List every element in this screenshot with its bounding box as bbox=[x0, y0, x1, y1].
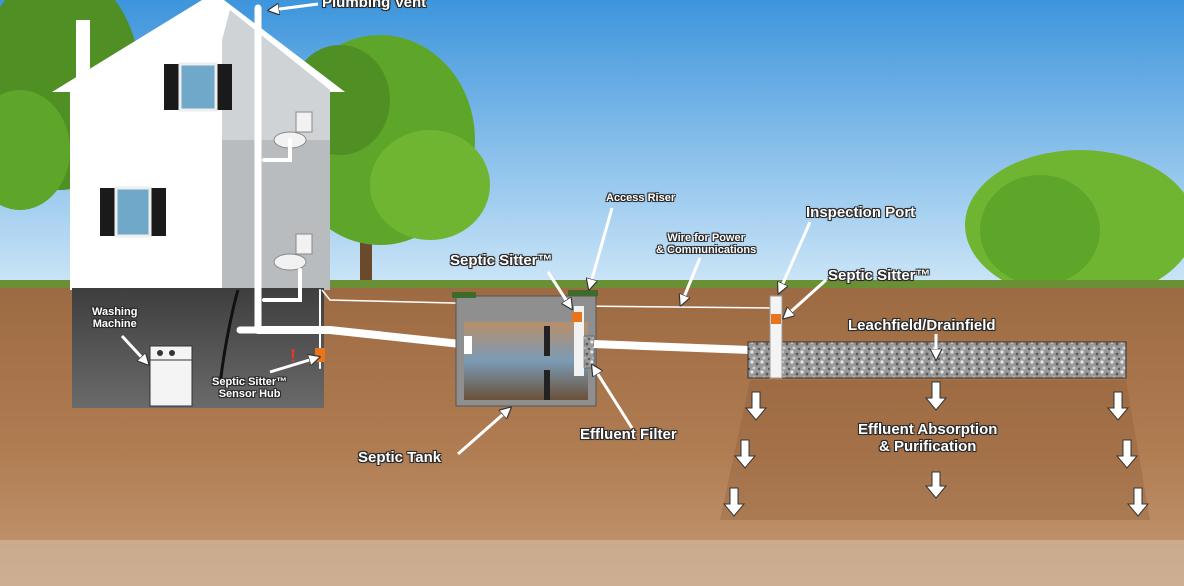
svg-text:!: ! bbox=[290, 346, 296, 366]
basement bbox=[72, 288, 324, 408]
flow-arrows bbox=[722, 381, 1150, 517]
label-hub-line1: Septic Sitter™ bbox=[212, 376, 288, 388]
label-absorption-line1: Effluent Absorption bbox=[858, 421, 998, 438]
label-washing-machine: Washing Machine bbox=[92, 306, 137, 330]
tank-sensor bbox=[572, 312, 582, 322]
label-wire: Wire for Power & Communications bbox=[656, 232, 756, 256]
house bbox=[52, 0, 345, 290]
tree-right bbox=[965, 150, 1184, 300]
label-septic-sitter-tank: Septic Sitter™ bbox=[450, 252, 553, 269]
port-sensor bbox=[771, 314, 781, 324]
label-septic-tank: Septic Tank bbox=[358, 449, 442, 466]
label-effluent-filter: Effluent Filter bbox=[580, 426, 677, 443]
washing-machine-illustration bbox=[149, 345, 193, 407]
power-wire bbox=[321, 289, 776, 309]
label-plumbing-vent: Plumbing Vent bbox=[322, 0, 427, 11]
label-leachfield: Leachfield/Drainfield bbox=[848, 317, 996, 334]
label-wire-line2: & Communications bbox=[656, 244, 757, 257]
label-washing-line1: Washing bbox=[92, 306, 138, 318]
house-plumbing bbox=[236, 4, 474, 369]
outlet-pipe bbox=[593, 340, 751, 354]
label-washing-line2: Machine bbox=[92, 318, 137, 331]
absorption-zone bbox=[720, 380, 1150, 520]
washer-hose bbox=[218, 289, 240, 386]
label-sensor-hub: Septic Sitter™ Sensor Hub bbox=[212, 376, 287, 400]
sensor-hub bbox=[315, 348, 325, 362]
pointer-arrows bbox=[120, 2, 936, 456]
septic-tank-illustration bbox=[452, 290, 598, 407]
soil-haze bbox=[0, 540, 1184, 586]
label-wire-line1: Wire for Power bbox=[667, 232, 745, 244]
label-hub-line2: Sensor Hub bbox=[218, 388, 281, 401]
label-septic-sitter-port: Septic Sitter™ bbox=[828, 267, 931, 284]
label-absorption-line2: & Purification bbox=[878, 437, 977, 455]
label-access-riser: Access Riser bbox=[606, 192, 676, 204]
label-absorption: Effluent Absorption & Purification bbox=[858, 421, 998, 455]
label-inspection-port: Inspection Port bbox=[806, 204, 916, 221]
inspection-port-pipe bbox=[769, 295, 783, 379]
